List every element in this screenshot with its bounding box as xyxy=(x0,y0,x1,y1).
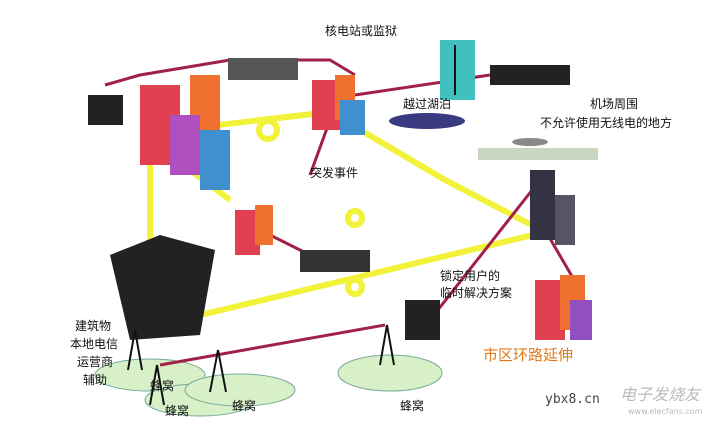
label-airport-2: 不允许使用无线电的地方 xyxy=(540,115,672,130)
label-temp-2: 临时解决方案 xyxy=(440,285,512,300)
factory-icon xyxy=(300,250,370,272)
yellow-link xyxy=(174,108,547,235)
label-cell: 蜂窝 xyxy=(150,378,174,393)
airport xyxy=(478,138,598,245)
label-city-ring: 市区环路延伸 xyxy=(483,346,573,364)
label-cell: 蜂窝 xyxy=(232,398,256,413)
lake-tower xyxy=(389,40,570,129)
label-cell: 蜂窝 xyxy=(165,403,189,418)
red-link xyxy=(428,179,542,321)
label-temp-1: 锁定用户的 xyxy=(440,268,500,283)
power-plant-icon xyxy=(228,58,298,80)
cell-area xyxy=(94,358,206,392)
cell-area xyxy=(337,354,443,392)
cell-towers xyxy=(127,324,395,406)
label-nuclear-or-prison: 核电站或监狱 xyxy=(325,24,397,38)
watermark-url: www.elecfans.com xyxy=(628,407,703,416)
city-cluster-mid xyxy=(235,205,370,272)
tall-building xyxy=(110,235,215,340)
city-cluster-top xyxy=(228,58,365,135)
cell-tower-icon xyxy=(209,349,227,393)
label-emergency: 突发事件 xyxy=(310,165,358,180)
airplane-icon xyxy=(512,138,548,146)
label-building-2: 本地电信 xyxy=(70,337,118,351)
cell-tower-icon xyxy=(149,364,165,406)
watermark-site: ybx8.cn xyxy=(545,392,600,407)
factory-icon xyxy=(490,65,570,85)
label-airport-1: 机场周围 xyxy=(590,97,638,111)
red-link xyxy=(159,323,386,367)
label-cross-lake: 越过湖泊 xyxy=(403,96,451,111)
factory-icon xyxy=(88,95,123,125)
label-building-3: 运营商 xyxy=(77,354,113,369)
yellow-link-loop xyxy=(345,277,365,297)
label-building-1: 建筑物 xyxy=(75,318,111,333)
label-cell: 蜂窝 xyxy=(400,398,424,413)
city-cluster-main xyxy=(88,75,230,190)
watermark-brand: 电子发烧友 xyxy=(620,385,702,404)
scaffold-icon xyxy=(405,300,440,340)
cell-tower-icon xyxy=(127,329,143,371)
cell-tower-icon xyxy=(379,324,395,366)
yellow-link-loop xyxy=(345,208,365,228)
city-cluster-right xyxy=(405,275,592,340)
label-building-4: 辅助 xyxy=(83,373,107,387)
yellow-link-loop xyxy=(256,118,280,142)
yellow-link xyxy=(179,229,546,323)
cell-areas xyxy=(94,354,443,417)
